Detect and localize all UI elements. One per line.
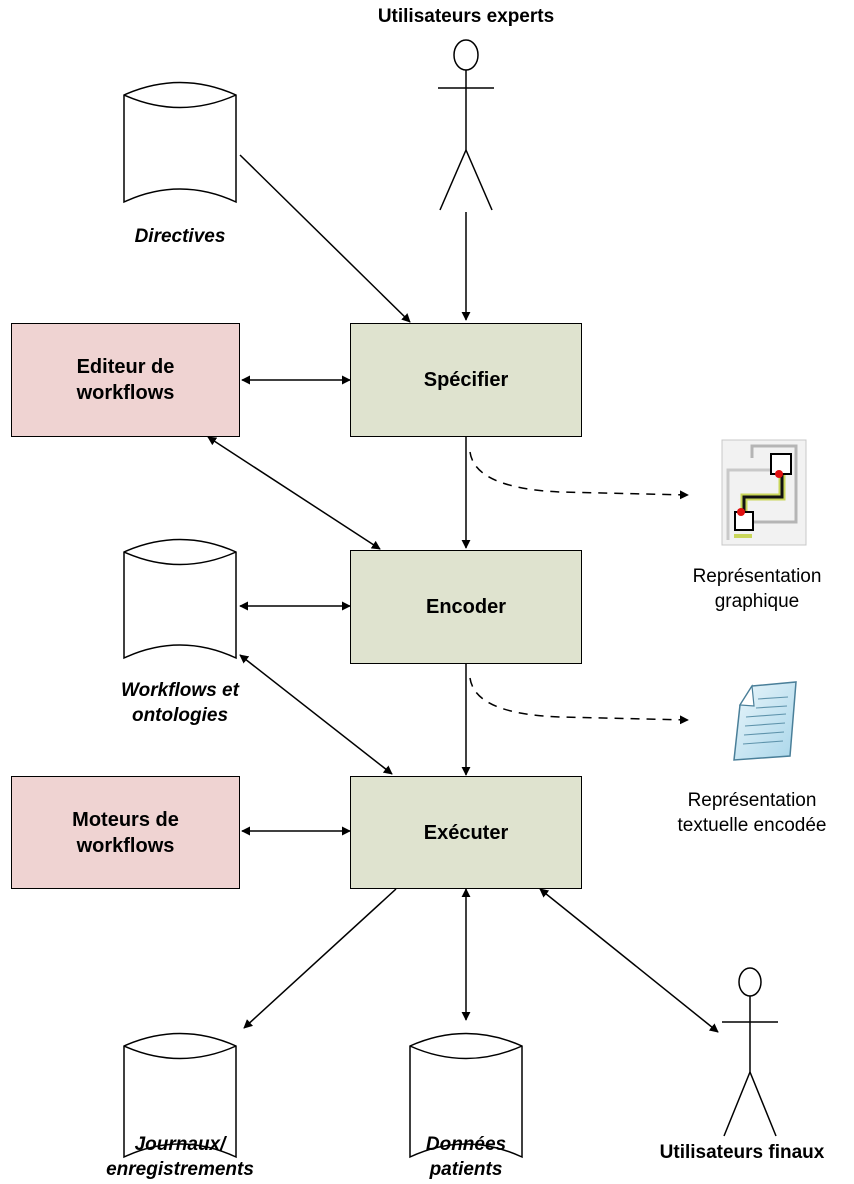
specify-label: Spécifier <box>423 369 509 391</box>
workflow-engines-label-line2: workflows <box>76 834 175 857</box>
end-user-figure <box>722 967 778 1137</box>
encode-label: Encoder <box>425 596 507 618</box>
graphic-representation-label: Représentation graphique <box>662 565 852 614</box>
expert-user-figure <box>438 39 494 211</box>
arrow-execute-endusers <box>539 888 719 1033</box>
text-document-icon <box>733 681 797 761</box>
logs-label: Journaux/ enregistrements <box>70 1133 290 1182</box>
arrow-workflows-execute <box>239 654 393 775</box>
textual-representation-line1: Représentation <box>687 790 817 811</box>
workflow-editor-label-line2: workflows <box>76 382 175 404</box>
execute-box: Exécuter <box>350 776 582 889</box>
workflow-editor-box: Editeur de workflows <box>11 323 240 437</box>
directives-label: Directives <box>134 226 226 247</box>
workflows-ontologies-label: Workflows et ontologies <box>80 679 280 728</box>
workflow-engines-label-line1: Moteurs de <box>72 808 179 831</box>
specify-box: Spécifier <box>350 323 582 437</box>
workflows-ontologies-line2: ontologies <box>131 704 229 726</box>
textual-representation-line2: textuelle encodée <box>677 814 827 836</box>
logs-label-line2: enregistrements <box>106 1158 254 1180</box>
workflow-engines-box: Moteurs de workflows <box>11 776 240 889</box>
workflows-ontologies-line1: Workflows et <box>121 680 239 701</box>
graphic-representation-line2: graphique <box>714 590 800 612</box>
arrow-editor-encode <box>207 436 381 550</box>
patients-label-line2: patients <box>429 1158 503 1180</box>
dashed-arrow-to-graphic <box>469 451 689 500</box>
patients-store-shape <box>409 1032 523 1159</box>
dashed-arrow-to-textual <box>469 677 689 725</box>
workflow-editor-label-line1: Editeur de <box>76 356 175 378</box>
workflows-store-shape <box>123 538 237 660</box>
directives-store-shape <box>123 81 237 204</box>
end-users-label: Utilisateurs finaux <box>659 1142 825 1163</box>
encode-box: Encoder <box>350 550 582 664</box>
textual-representation-label: Représentation textuelle encodée <box>650 789 854 838</box>
arrow-directives-to-specify <box>239 154 411 323</box>
arrow-execute-to-logs <box>243 888 397 1029</box>
logs-store-shape <box>123 1032 237 1159</box>
patients-label: Données patients <box>366 1133 566 1182</box>
graphic-representation-line1: Représentation <box>692 566 822 587</box>
expert-users-label: Utilisateurs experts <box>377 6 555 27</box>
execute-label: Exécuter <box>423 821 509 844</box>
graphic-representation-icon <box>721 439 807 546</box>
patients-label-line1: Données <box>425 1134 507 1155</box>
logs-label-line1: Journaux/ <box>134 1134 226 1155</box>
